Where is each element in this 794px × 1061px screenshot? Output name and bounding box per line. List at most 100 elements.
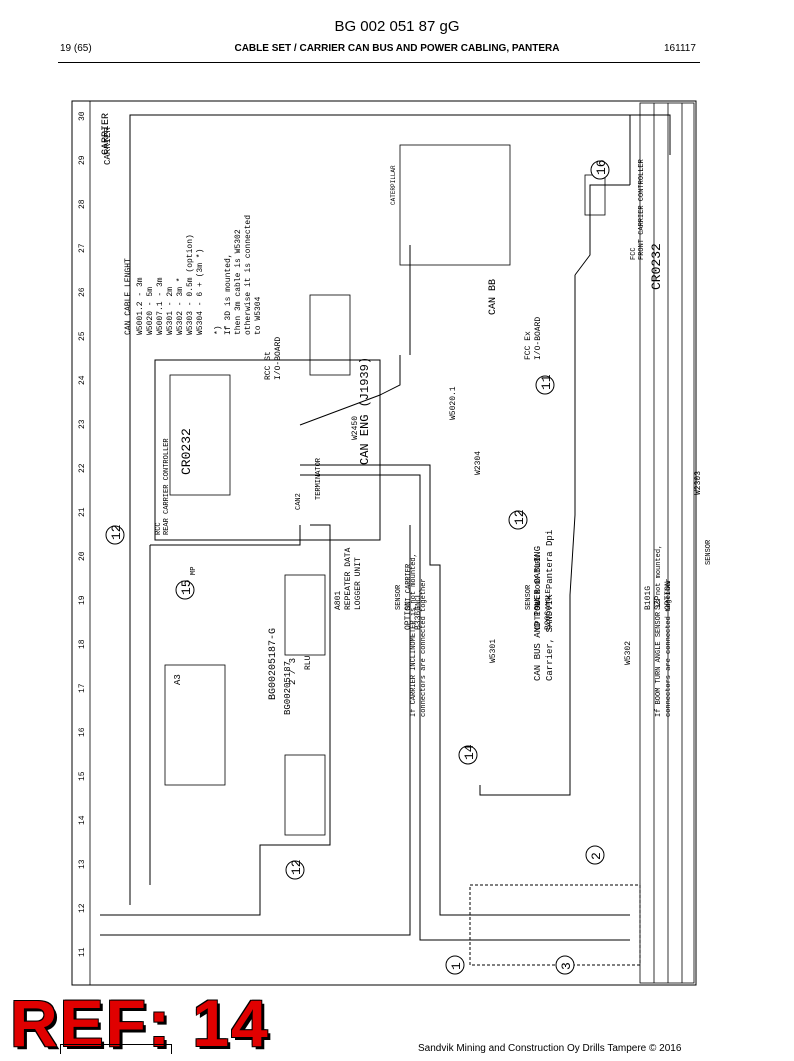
- sensor-sba-part: OPTION: [534, 601, 543, 630]
- sensor-zoom-part: B101G: [644, 586, 653, 610]
- footer-logo-box: [60, 1044, 172, 1054]
- sensor-zoom-label: SENSOR: [705, 539, 710, 565]
- balloon-marker: [535, 375, 555, 395]
- drawing-title: Carrier, SANDVIK Pantera Dpi: [545, 530, 555, 681]
- caterpillar-label: CATERPILLAR: [390, 165, 397, 205]
- note-inclination: If CARRIER INCLINOMETER is not mounted,: [410, 553, 418, 717]
- terminator-label: TERMINATOR: [315, 457, 323, 500]
- balloon-marker: [508, 510, 528, 530]
- zone-number: 26: [78, 287, 87, 297]
- rcc-io-label: RCC St: [264, 351, 273, 380]
- zone-number: 17: [78, 683, 87, 693]
- fcc-part-number: CR0232: [649, 243, 664, 290]
- cable-length-item: W5301 - 2m: [166, 287, 175, 335]
- zone-number: 14: [78, 815, 87, 825]
- rlu-label: REPEATER DATA: [344, 547, 353, 610]
- rcc-label: RCC: [155, 522, 163, 535]
- sensor-sba-label: ANGLE: [545, 589, 553, 610]
- sensor-sci-label: SENSOR: [395, 584, 403, 610]
- page-title: CABLE SET / CARRIER CAN BUS AND POWER CA…: [234, 43, 560, 54]
- note-3d: otherwise it is connected: [244, 215, 253, 335]
- note-turn: If BOOM TURN ANGLE SENSOR is not mounted…: [655, 545, 663, 717]
- cable-w5020-1: W5020.1: [449, 386, 458, 420]
- sensor-sba-label: SBA BOOM TURN: [535, 555, 543, 610]
- rcc-enclosure: [154, 359, 381, 541]
- document-date: 161117: [664, 43, 696, 54]
- drawing-title: CAN BUS AND POWER CABLING: [533, 546, 543, 681]
- w3020-line: [300, 474, 630, 941]
- zone-number: 30: [78, 111, 87, 121]
- zone-number: 19: [78, 595, 87, 605]
- balloon-number: 2: [589, 852, 604, 860]
- schematic-drawing: CARRIER 30292827262524232221201918171615…: [71, 100, 710, 986]
- cable-w2450: W2450: [351, 416, 360, 440]
- cable-w2304: W2304: [474, 451, 483, 475]
- balloon-marker: [175, 580, 195, 600]
- sensor-zoom-part: OPTION: [664, 581, 673, 610]
- note-3d: then 3m cable is W5302: [234, 229, 243, 335]
- carrier-label: CARRIER: [101, 113, 112, 155]
- balloon-marker: [285, 860, 305, 880]
- fcc-label: FCC: [630, 247, 638, 260]
- footer-text: Sandvik Mining and Construction Oy Drill…: [418, 1043, 682, 1054]
- zone-number: 21: [78, 507, 87, 517]
- zone-number: 22: [78, 463, 87, 473]
- title-block: [639, 102, 695, 984]
- sensor-sba-part: B20G: [544, 611, 553, 630]
- zone-number: 24: [78, 375, 87, 385]
- rlu-label: LOGGER UNIT: [354, 557, 363, 610]
- zone-number: 20: [78, 551, 87, 561]
- rcc-io-board: [309, 294, 351, 376]
- ref-stamp: REF: 14: [10, 986, 270, 1060]
- document-id: BG 002 051 87 gG: [334, 18, 460, 35]
- balloon-number: 12: [512, 509, 527, 525]
- zone-number: 16: [78, 727, 87, 737]
- cable-length-item: W5001.2 - 3m: [136, 277, 145, 335]
- sensor-sci-part: B336G: [414, 606, 423, 630]
- sensor-sba-label: SENSOR: [525, 584, 533, 610]
- balloon-marker: [445, 955, 465, 975]
- balloon-number: 3: [559, 962, 574, 970]
- balloon-number: 11: [539, 374, 554, 390]
- rcc-controller-box: [169, 374, 231, 496]
- sensor-sci-label: INCL.: [415, 589, 423, 610]
- zone-number: 15: [78, 771, 87, 781]
- zone-number: 11: [78, 947, 87, 957]
- can2-label: CAN2: [295, 493, 303, 510]
- w5302-line: [569, 275, 576, 735]
- bus-top: [129, 114, 671, 155]
- drawing-inner-frame: [89, 100, 697, 986]
- zone-number: 23: [78, 419, 87, 429]
- zone-number: 13: [78, 859, 87, 869]
- rcc-io-label: I/O-BOARD: [274, 337, 283, 380]
- cable-length-item: W5007.1 - 3m: [156, 277, 165, 335]
- balloon-marker: [585, 845, 605, 865]
- header-rule: [58, 62, 700, 63]
- w5304-line: [479, 735, 571, 796]
- balloon-marker: [458, 745, 478, 765]
- balloon-number: 12: [109, 524, 124, 540]
- rlu-box-label: RLU: [304, 655, 313, 670]
- note-turn: connectors are connected together: [665, 578, 673, 717]
- w5001-line: [100, 524, 331, 916]
- cable-length-item: W5302 - 3m *: [176, 277, 185, 335]
- note-3d: *): [214, 325, 223, 335]
- fcc-st-io-board: [284, 754, 326, 836]
- note-3d: If 3D is mounted,: [224, 253, 233, 335]
- sensor-zoom-part: SZP: [654, 595, 663, 610]
- zone-number: 27: [78, 243, 87, 253]
- balloon-number: 16: [594, 159, 609, 175]
- w2315-line: [300, 464, 630, 916]
- carrier-label: CARRIER: [103, 127, 113, 165]
- fcc-controller-box: [164, 664, 226, 786]
- sheet-size: A3: [173, 674, 183, 685]
- w4001-line: [100, 525, 411, 936]
- can-eng-label: CAN ENG (J1939): [358, 357, 372, 465]
- cable-length-item: W5303 - 0.5m (option): [186, 234, 195, 335]
- balloon-marker: [105, 525, 125, 545]
- protection-tube-area: [469, 884, 641, 966]
- cable-length-item: W5020 - 5m: [146, 287, 155, 335]
- zone-number: 25: [78, 331, 87, 341]
- id-code: BG00205187: [283, 661, 293, 715]
- w5301-line: [574, 184, 630, 276]
